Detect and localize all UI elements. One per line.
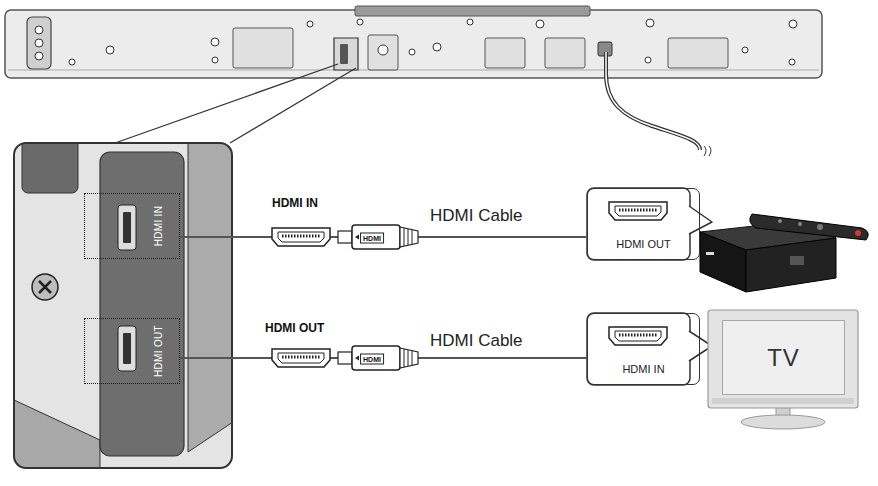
soundbar-part	[8, 70, 819, 71]
hdmi-port-icon-part	[609, 327, 667, 345]
soundbar-part	[35, 26, 43, 34]
soundbar-part	[742, 47, 748, 53]
connector-label: HDMI IN	[588, 363, 699, 375]
hdmi-port-icon	[272, 202, 667, 367]
remote-control-part	[778, 219, 782, 223]
soundbar-part	[106, 46, 114, 54]
port-type-label: HDMI IN	[272, 196, 318, 210]
port-outline: HDMI OUT	[84, 318, 180, 384]
hdmi-port-icon-part	[272, 349, 330, 367]
soundbar-part	[211, 38, 219, 46]
soundbar-part	[409, 49, 415, 55]
zoom-inset-part-part	[123, 212, 131, 243]
cable-label: HDMI Cable	[430, 331, 523, 351]
zoom-leader	[115, 64, 356, 143]
media-player-part	[706, 252, 714, 255]
media-player-part	[790, 256, 804, 265]
connector-label: HDMI OUT	[588, 238, 699, 250]
port-label: HDMI OUT	[153, 325, 164, 377]
soundbar-part	[233, 28, 293, 68]
zoom-inset-part-part	[118, 326, 136, 371]
port-label: HDMI IN	[153, 206, 164, 246]
zoom-inset-part	[14, 143, 232, 468]
port-outline: HDMI IN	[84, 193, 180, 259]
screen-label: TV	[767, 344, 800, 372]
power-cord-part	[606, 52, 700, 150]
soundbar-part	[357, 19, 363, 25]
tv-set-part	[741, 415, 825, 429]
soundbar-part	[368, 35, 398, 70]
zoom-inset-part-part	[39, 281, 51, 293]
tv-set-part	[708, 310, 858, 408]
port-type-label: HDMI OUT	[265, 321, 324, 335]
tv-screen: TV	[722, 320, 845, 395]
remote-control-part	[798, 222, 802, 226]
soundbar-part	[536, 20, 544, 28]
media-player-part	[700, 232, 746, 292]
soundbar-part	[5, 10, 822, 78]
soundbar-part	[69, 59, 75, 65]
soundbar-part	[212, 57, 218, 63]
soundbar-part	[27, 17, 51, 69]
soundbar-part	[467, 19, 473, 25]
soundbar-part	[340, 44, 348, 64]
power-cord	[606, 52, 711, 156]
soundbar-part	[789, 20, 797, 28]
soundbar-part	[485, 38, 525, 68]
callout-ground-part	[689, 206, 712, 234]
power-cord-part	[606, 52, 700, 150]
tv-set	[708, 310, 858, 429]
zoom-leader-part	[115, 64, 338, 143]
soundbar-part	[646, 19, 654, 27]
hdmi-plug-icon-part	[338, 346, 418, 370]
connector-callout: HDMI IN	[587, 313, 700, 385]
soundbar-part	[378, 45, 388, 55]
zoom-inset-part-part	[118, 205, 136, 250]
hdmi-port-icon-part	[609, 202, 667, 220]
zoom-leader-part	[230, 68, 356, 143]
zoom-inset	[14, 138, 236, 470]
soundbar-part	[645, 57, 651, 63]
connector-callout: HDMI OUT	[587, 188, 700, 260]
callout-ground	[587, 188, 712, 385]
zoom-inset-part-part	[22, 143, 78, 193]
power-cord-part	[704, 146, 711, 156]
soundbar-part	[545, 38, 585, 68]
zoom-inset-part-part	[32, 274, 58, 300]
remote-control-part	[855, 230, 861, 236]
zoom-inset-part-part	[100, 152, 184, 456]
zoom-inset-part-part	[14, 400, 100, 468]
soundbar-part	[334, 38, 358, 70]
soundbar	[5, 6, 822, 78]
zoom-inset-part	[14, 143, 232, 468]
plug-marking: HDMI	[360, 353, 384, 364]
hdmi-port-icon-part	[272, 228, 330, 246]
tv-set-part	[712, 398, 854, 404]
hdmi-plug-icon-part	[338, 225, 418, 249]
cable-label: HDMI Cable	[430, 206, 523, 226]
soundbar-part	[35, 39, 43, 47]
zoom-inset-part-part	[188, 143, 232, 452]
remote-control-part	[750, 214, 869, 240]
remote-control-part	[817, 224, 823, 230]
remote-control	[750, 214, 869, 240]
soundbar-part	[307, 21, 313, 27]
media-player-part	[746, 238, 836, 292]
soundbar-part	[355, 6, 590, 16]
hdmi-plug-icon	[338, 225, 418, 370]
soundbar-part	[433, 43, 441, 51]
zoom-inset-part-part	[123, 333, 131, 364]
soundbar-part	[35, 52, 43, 60]
plug-marking: HDMI	[360, 232, 384, 243]
soundbar-part	[668, 38, 728, 68]
soundbar-part	[789, 59, 795, 65]
